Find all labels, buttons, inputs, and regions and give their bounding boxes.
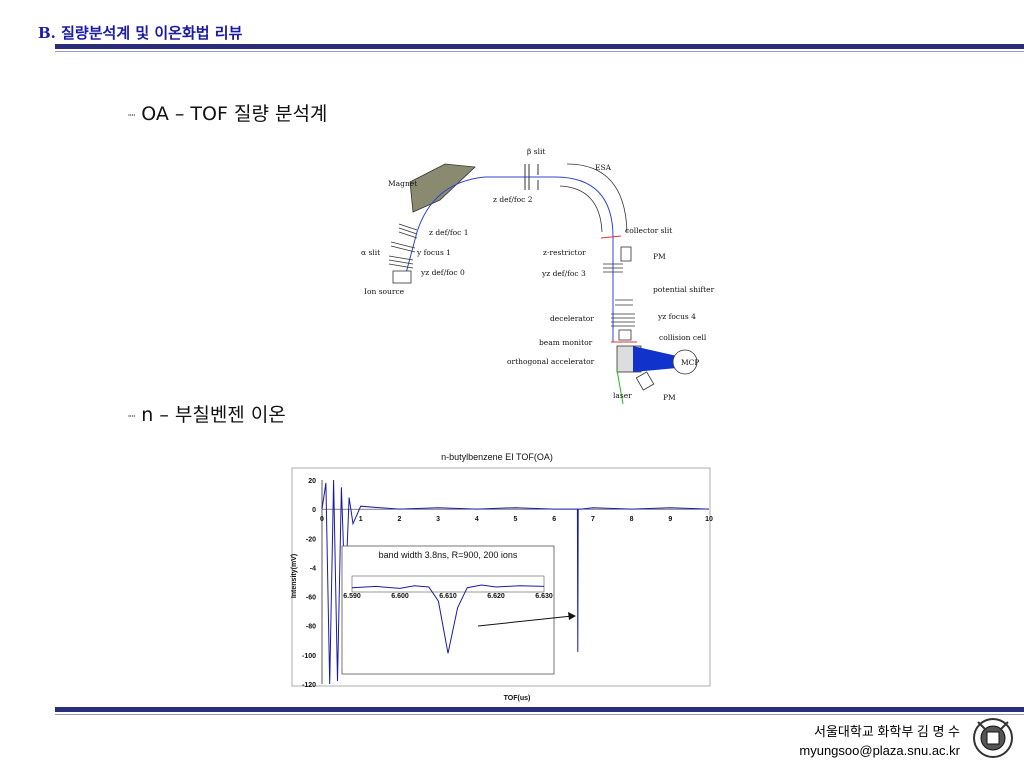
inset-x-tick-label: 6.600 bbox=[391, 593, 409, 600]
yz-focus-4-label: yz focus 4 bbox=[657, 312, 696, 321]
x-tick-label: 2 bbox=[397, 516, 401, 523]
magnet-label: Magnet bbox=[388, 179, 417, 188]
inset-pointer-arrow bbox=[477, 615, 573, 627]
inset-x-tick-label: 6.590 bbox=[343, 593, 361, 600]
y-tick-label: -120 bbox=[302, 682, 316, 689]
x-tick-label: 7 bbox=[591, 516, 595, 523]
beam-path bbox=[404, 176, 614, 342]
bullet-mark: ┈ bbox=[128, 107, 136, 122]
y-focus-1-label: y focus 1 bbox=[416, 248, 451, 257]
inset-title: band width 3.8ns, R=900, 200 ions bbox=[379, 550, 518, 560]
z-def-foc-2-label: z def/foc 2 bbox=[493, 195, 533, 204]
y-tick-label: -60 bbox=[306, 595, 316, 602]
footer-email: myungsoo@plaza.snu.ac.kr bbox=[799, 743, 960, 758]
inset-axis-box bbox=[351, 575, 545, 593]
collector-slit-label: collector slit bbox=[625, 226, 672, 235]
ion-source-label: Ion source bbox=[364, 287, 405, 296]
footer-credit: 서울대학교 화학부 김 명 수 myungsoo@plaza.snu.ac.kr bbox=[799, 722, 960, 760]
pm-bottom-label: PM bbox=[663, 393, 676, 402]
x-tick-label: 5 bbox=[514, 516, 518, 523]
x-tick-label: 6 bbox=[552, 516, 556, 523]
x-axis-label: TOF(us) bbox=[504, 695, 531, 702]
decelerator-label: decelerator bbox=[550, 314, 594, 323]
bullet-n-butylbenzene: ┈ n – 부칠벤젠 이온 bbox=[128, 400, 286, 427]
z-def-foc-1-label: z def/foc 1 bbox=[429, 228, 469, 237]
x-tick-label: 1 bbox=[359, 516, 363, 523]
orthogonal-accelerator-label: orthogonal accelerator bbox=[507, 357, 595, 366]
tof-chart: n-butylbenzene EI TOF(OA) Intensity(mV) … bbox=[291, 452, 713, 702]
y-tick-label: -80 bbox=[306, 624, 316, 631]
potential-shifter-label: potential shifter bbox=[653, 285, 715, 294]
y-tick-label: 20 bbox=[308, 478, 316, 485]
header-divider-thin bbox=[55, 51, 1024, 52]
slide-title: B. 질량분석계 및 이온화법 리뷰 bbox=[38, 24, 243, 42]
y-tick-label: -20 bbox=[306, 536, 316, 543]
yz-def-foc-3-label: yz def/foc 3 bbox=[541, 269, 586, 278]
x-tick-label: 4 bbox=[475, 516, 479, 523]
inset-pointer-arrowhead bbox=[568, 612, 576, 620]
beam-monitor-label: beam monitor bbox=[539, 338, 593, 347]
footer-divider bbox=[55, 707, 1024, 712]
x-tick-label: 3 bbox=[436, 516, 440, 523]
pm-top-label: PM bbox=[653, 252, 666, 261]
university-emblem-icon bbox=[973, 718, 1013, 758]
y-tick-label: -4 bbox=[310, 565, 316, 572]
bullet-text: OA – TOF 질량 분석계 bbox=[141, 103, 328, 125]
oa-tof-instrument-diagram: β slit ESA Magnet z def/foc 2 z def/foc … bbox=[361, 147, 715, 405]
z-restrictor-label: z-restrictor bbox=[543, 248, 586, 257]
series-line bbox=[321, 479, 710, 685]
yz-def-foc-0-label: yz def/foc 0 bbox=[420, 268, 465, 277]
inset-x-tick-label: 6.630 bbox=[535, 593, 553, 600]
esa-label: ESA bbox=[595, 163, 612, 172]
chart-title: n-butylbenzene EI TOF(OA) bbox=[441, 452, 553, 462]
inset-x-tick-label: 6.620 bbox=[487, 593, 505, 600]
magnet-shape bbox=[409, 163, 476, 213]
header-divider bbox=[55, 44, 1024, 49]
alpha-slit-label: α slit bbox=[361, 248, 380, 257]
bullet-oa-tof: ┈ OA – TOF 질량 분석계 bbox=[128, 99, 327, 126]
x-tick-label: 9 bbox=[668, 516, 672, 523]
footer-author: 서울대학교 화학부 김 명 수 bbox=[813, 724, 960, 739]
x-tick-label: 8 bbox=[630, 516, 634, 523]
beta-slit-label: β slit bbox=[527, 147, 545, 156]
bullet-mark: ┈ bbox=[128, 408, 136, 423]
laser-label: laser bbox=[613, 391, 632, 400]
footer-divider-thin bbox=[55, 714, 1024, 715]
y-tick-label: -100 bbox=[302, 653, 316, 660]
mcp-label: MCP bbox=[681, 358, 699, 367]
x-tick-label: 10 bbox=[705, 516, 713, 523]
inset-series-line bbox=[351, 584, 545, 654]
collision-cell-label: collision cell bbox=[659, 333, 707, 342]
y-tick-label: 0 bbox=[312, 507, 316, 514]
inset-x-tick-label: 6.610 bbox=[439, 593, 457, 600]
y-axis-label: Intensity(mV) bbox=[291, 554, 298, 598]
inset-box bbox=[341, 545, 555, 675]
bullet-text: n – 부칠벤젠 이온 bbox=[141, 404, 286, 426]
